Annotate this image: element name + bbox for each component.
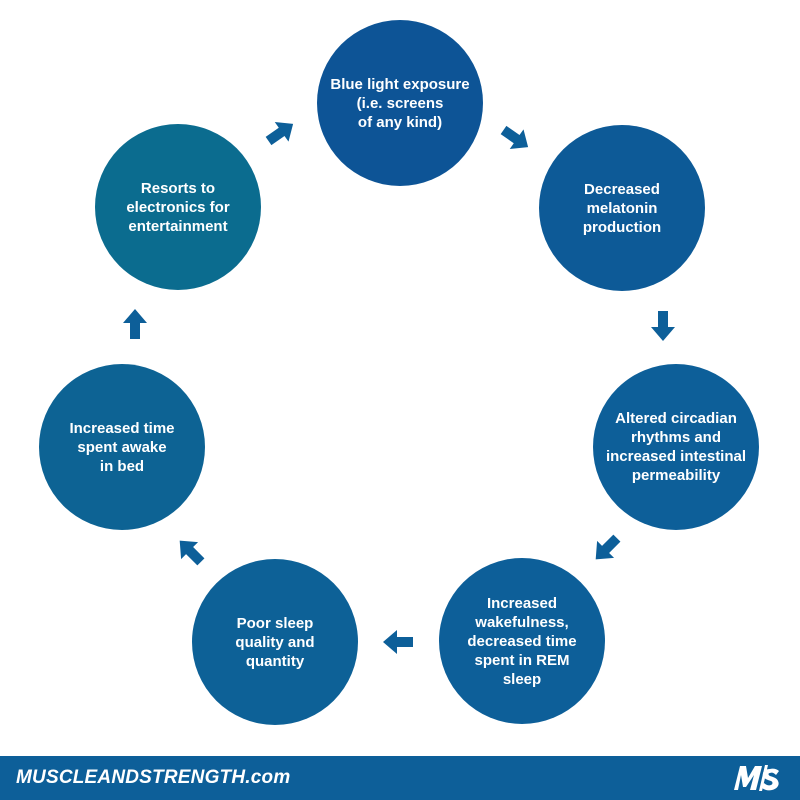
brand-link[interactable]: MUSCLEANDSTRENGTH.com (16, 767, 291, 788)
node-electronics: Resorts to electronics for entertainment (95, 124, 261, 290)
node-label: Resorts to electronics for entertainment (126, 179, 230, 235)
node-blue-light: Blue light exposure (i.e. screens of any… (317, 20, 483, 186)
arrow-icon (115, 305, 155, 345)
arrow-icon (379, 622, 419, 662)
node-label: Poor sleep quality and quantity (235, 614, 315, 670)
arrow-icon (163, 524, 220, 581)
node-poor-sleep: Poor sleep quality and quantity (192, 559, 358, 725)
node-melatonin: Decreased melatonin production (539, 125, 705, 291)
node-label: Altered circadian rhythms and increased … (605, 410, 747, 484)
arrow-icon (252, 105, 308, 161)
ms-logo-icon (732, 763, 786, 793)
node-circadian: Altered circadian rhythms and increased … (593, 364, 759, 530)
node-label: Increased wakefulness, decreased time sp… (467, 594, 577, 688)
arrow-icon (487, 110, 543, 166)
arrow-icon (579, 520, 636, 577)
node-label: Blue light exposure (i.e. screens of any… (330, 75, 470, 131)
node-wakefulness: Increased wakefulness, decreased time sp… (439, 558, 605, 724)
node-awake-in-bed: Increased time spent awake in bed (39, 364, 205, 530)
node-label: Decreased melatonin production (582, 180, 662, 236)
arrow-icon (643, 305, 683, 345)
node-label: Increased time spent awake in bed (69, 419, 175, 475)
footer-bar: MUSCLEANDSTRENGTH.com (0, 756, 800, 800)
